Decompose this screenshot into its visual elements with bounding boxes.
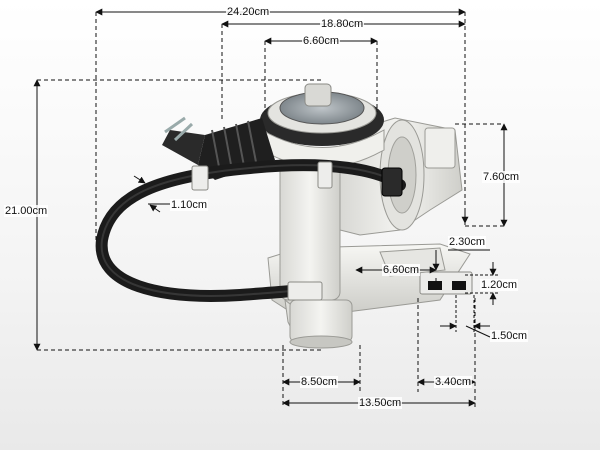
dim-connector-depth: 2.30cm xyxy=(448,236,487,248)
dim-connector-offset: 6.60cm xyxy=(382,264,421,276)
dim-total-height: 21.00cm xyxy=(4,205,49,217)
dim-body-width: 18.80cm xyxy=(320,18,365,30)
filter-tab xyxy=(304,83,332,107)
dim-inlet-diameter: 6.60cm xyxy=(302,35,341,47)
dim-hose-diameter: 1.10cm xyxy=(170,199,209,211)
dimension-lines xyxy=(33,8,508,408)
pump-product xyxy=(95,83,473,349)
dim-base-width: 8.50cm xyxy=(300,376,339,388)
dim-total-width: 24.20cm xyxy=(226,6,271,18)
dim-base-total: 13.50cm xyxy=(358,397,403,409)
dim-connector-gap: 1.50cm xyxy=(490,330,529,342)
dim-connector-height: 1.20cm xyxy=(480,279,519,291)
dim-outlet-height: 7.60cm xyxy=(482,171,521,183)
dim-connector-span: 3.40cm xyxy=(434,376,473,388)
